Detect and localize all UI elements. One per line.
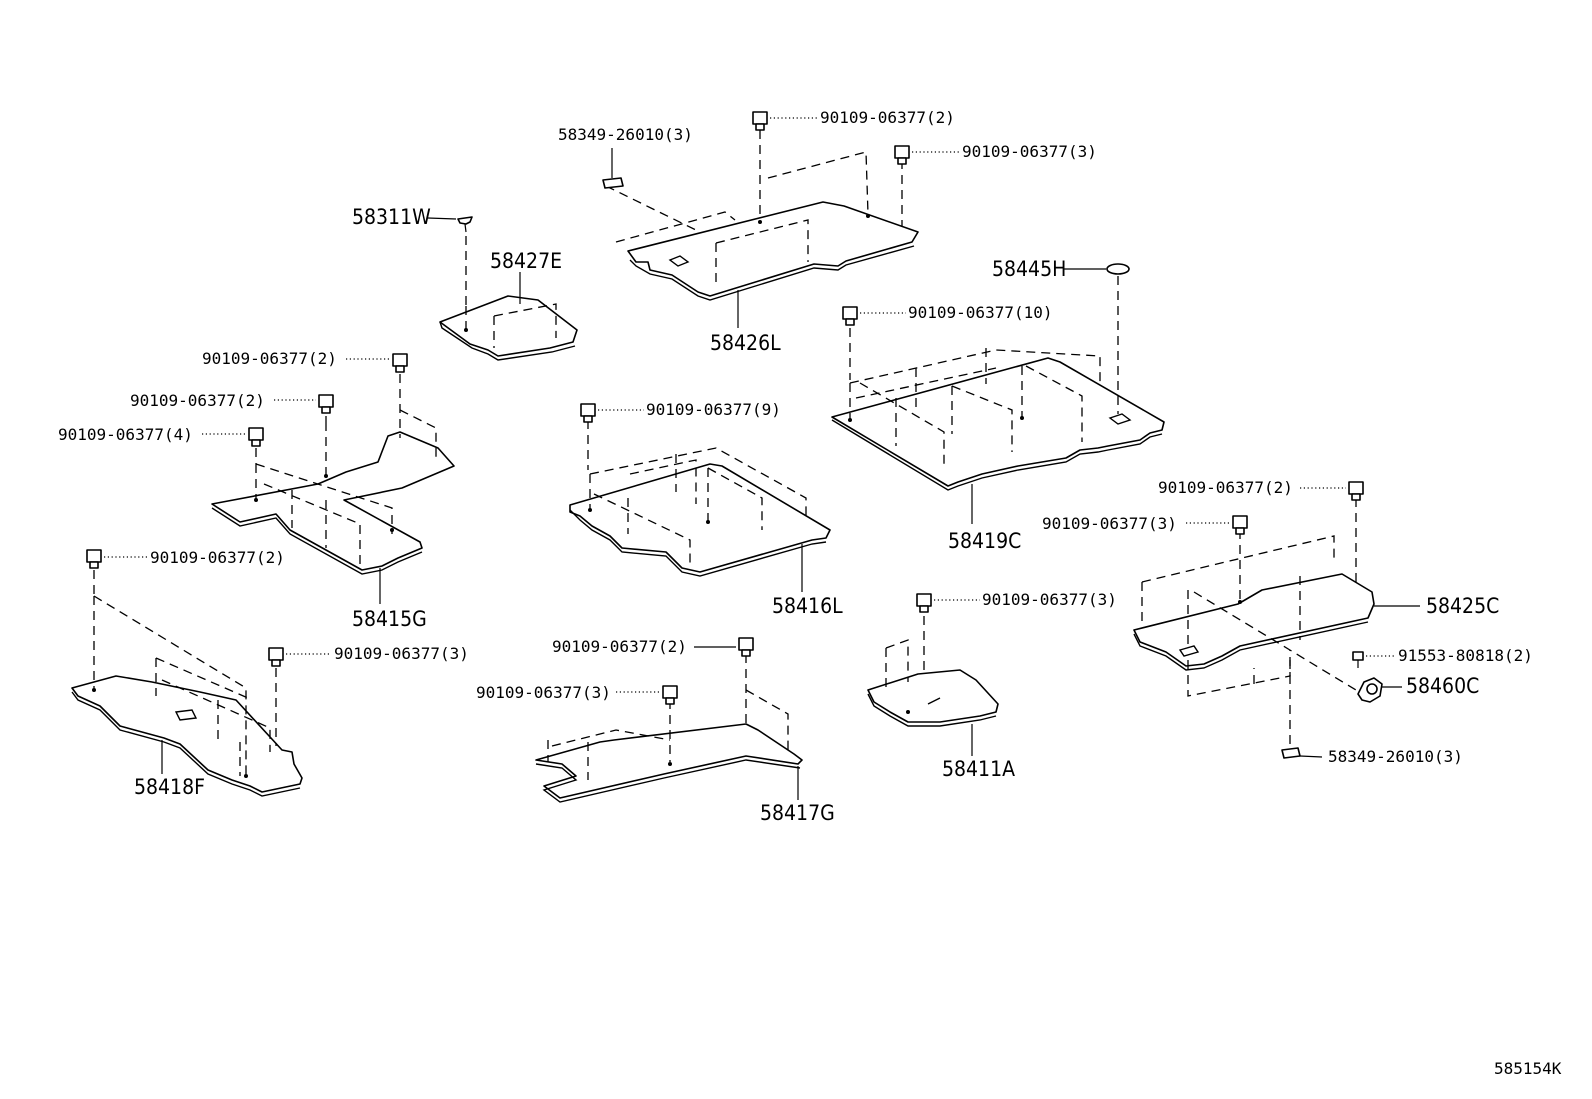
label-90109-58418f-1: 90109-06377(2) (150, 548, 285, 567)
bolt-icon-58417g-1 (694, 637, 754, 657)
label-58411a: 58411A (942, 757, 1015, 781)
bolt-icon-58419c (842, 306, 906, 380)
bolt-icon-58411a (916, 593, 980, 613)
label-58427e: 58427E (490, 249, 562, 273)
bolt-icon-58418f-2 (268, 647, 330, 667)
panel-58415g (211, 404, 455, 575)
label-58445h: 58445H (992, 257, 1066, 281)
label-90109-58417g-1: 90109-06377(2) (552, 637, 687, 656)
label-91553-80818: 91553-80818(2) (1398, 646, 1533, 665)
label-58460c: 58460C (1406, 674, 1479, 698)
label-58311w: 58311W (352, 205, 431, 229)
clip-58460c (1357, 677, 1402, 703)
label-58425c: 58425C (1426, 594, 1499, 618)
bolt-icon-58425c-1 (1300, 481, 1364, 501)
label-90109-58415g-1: 90109-06377(2) (202, 349, 337, 368)
bolt-icon-58415g-3 (202, 427, 264, 464)
label-58349-26010-bottom: 58349-26010(3) (1328, 747, 1463, 766)
bolt-icon-58416l (580, 403, 644, 423)
label-90109-58417g-2: 90109-06377(3) (476, 683, 611, 702)
label-58416l: 58416L (772, 594, 843, 618)
bolt-icon-top-1 (752, 111, 818, 131)
bolt-icon-58417g-2 (616, 685, 678, 705)
label-90109-58425c-1: 90109-06377(2) (1158, 478, 1293, 497)
bolt-icon-58418f-1 (86, 549, 148, 596)
clip-58349-26010-top (602, 148, 624, 189)
panel-58411a (867, 616, 999, 727)
label-58426l: 58426L (710, 331, 781, 355)
plug-58445h (1064, 263, 1130, 414)
label-90109-58418f-2: 90109-06377(3) (334, 644, 469, 663)
panel-58419c (831, 348, 1165, 491)
label-90109-58415g-2: 90109-06377(2) (130, 391, 265, 410)
panel-58426l (605, 130, 919, 301)
panel-58417g (535, 654, 803, 803)
bolt-icon-58425c-2 (1186, 515, 1248, 535)
screw-91553-80818 (1352, 651, 1396, 668)
clip-58349-26010-bottom (1281, 660, 1323, 759)
label-58418f: 58418F (134, 775, 205, 799)
diagram-code: 585154K (1494, 1059, 1562, 1078)
label-90109-58416l: 90109-06377(9) (646, 400, 781, 419)
panel-58425c (1133, 498, 1375, 697)
panel-58427e (439, 295, 578, 361)
bolt-icon-top-2 (894, 145, 960, 165)
bolt-icon-58415g-2 (274, 394, 334, 422)
panel-58418f (71, 595, 303, 797)
label-58417g: 58417G (760, 801, 835, 825)
label-58415g: 58415G (352, 607, 427, 631)
label-58419c: 58419C (948, 529, 1021, 553)
label-58349-26010-top: 58349-26010(3) (558, 125, 693, 144)
panel-58416l (569, 420, 831, 577)
label-90109-58415g-3: 90109-06377(4) (58, 425, 193, 444)
label-90109-top-1: 90109-06377(2) (820, 108, 955, 127)
label-90109-58419c: 90109-06377(10) (908, 303, 1053, 322)
clip-58311w (427, 216, 473, 306)
label-90109-58411a: 90109-06377(3) (982, 590, 1117, 609)
label-90109-top-2: 90109-06377(3) (962, 142, 1097, 161)
label-90109-58425c-2: 90109-06377(3) (1042, 514, 1177, 533)
bolt-icon-58415g-1 (346, 353, 408, 404)
